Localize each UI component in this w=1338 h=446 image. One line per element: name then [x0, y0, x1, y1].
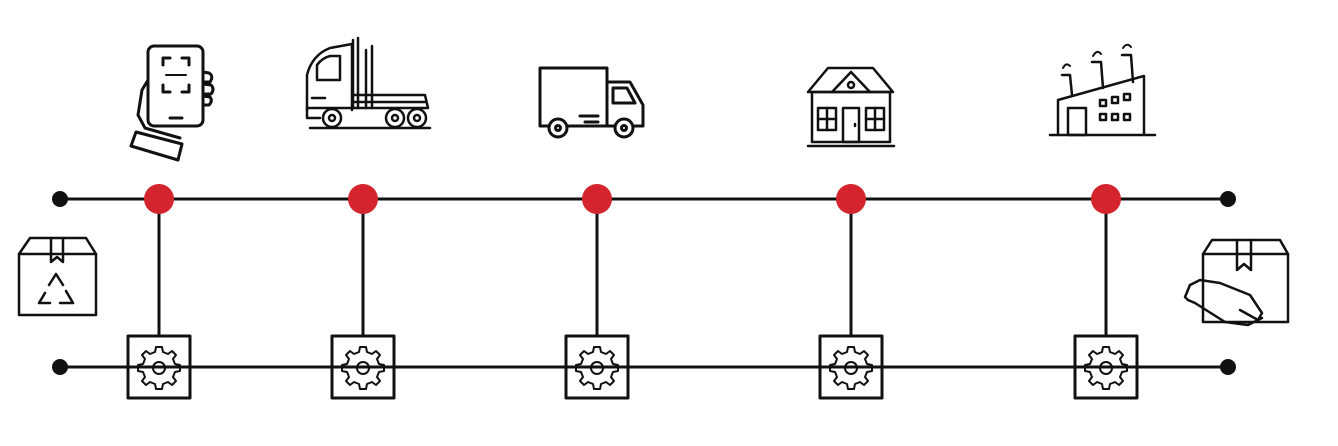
- connectors: [157, 197, 1108, 338]
- gear-icon: [330, 334, 396, 400]
- start-node-top: [52, 191, 68, 207]
- end-node-top: [1220, 191, 1236, 207]
- start-node-bottom: [52, 359, 68, 375]
- gear-icon: [564, 334, 630, 400]
- stage-node-1: [144, 184, 174, 214]
- stage-node-2: [348, 184, 378, 214]
- gear-icon: [1073, 334, 1139, 400]
- factory-icon: [1048, 43, 1157, 137]
- hand-receiving-box-icon: [1183, 238, 1290, 327]
- gear-icon: [126, 334, 192, 400]
- smartphone-scan-icon: [129, 44, 215, 162]
- end-node-bottom: [1220, 359, 1236, 375]
- stage-node-5: [1091, 184, 1121, 214]
- semi-truck-icon: [305, 36, 432, 130]
- stage-node-4: [836, 184, 866, 214]
- gear-icon: [818, 334, 884, 400]
- delivery-truck-icon: [538, 66, 645, 139]
- stage-node-3: [582, 184, 612, 214]
- recycle-box-icon: [17, 236, 98, 317]
- house-icon: [806, 66, 896, 148]
